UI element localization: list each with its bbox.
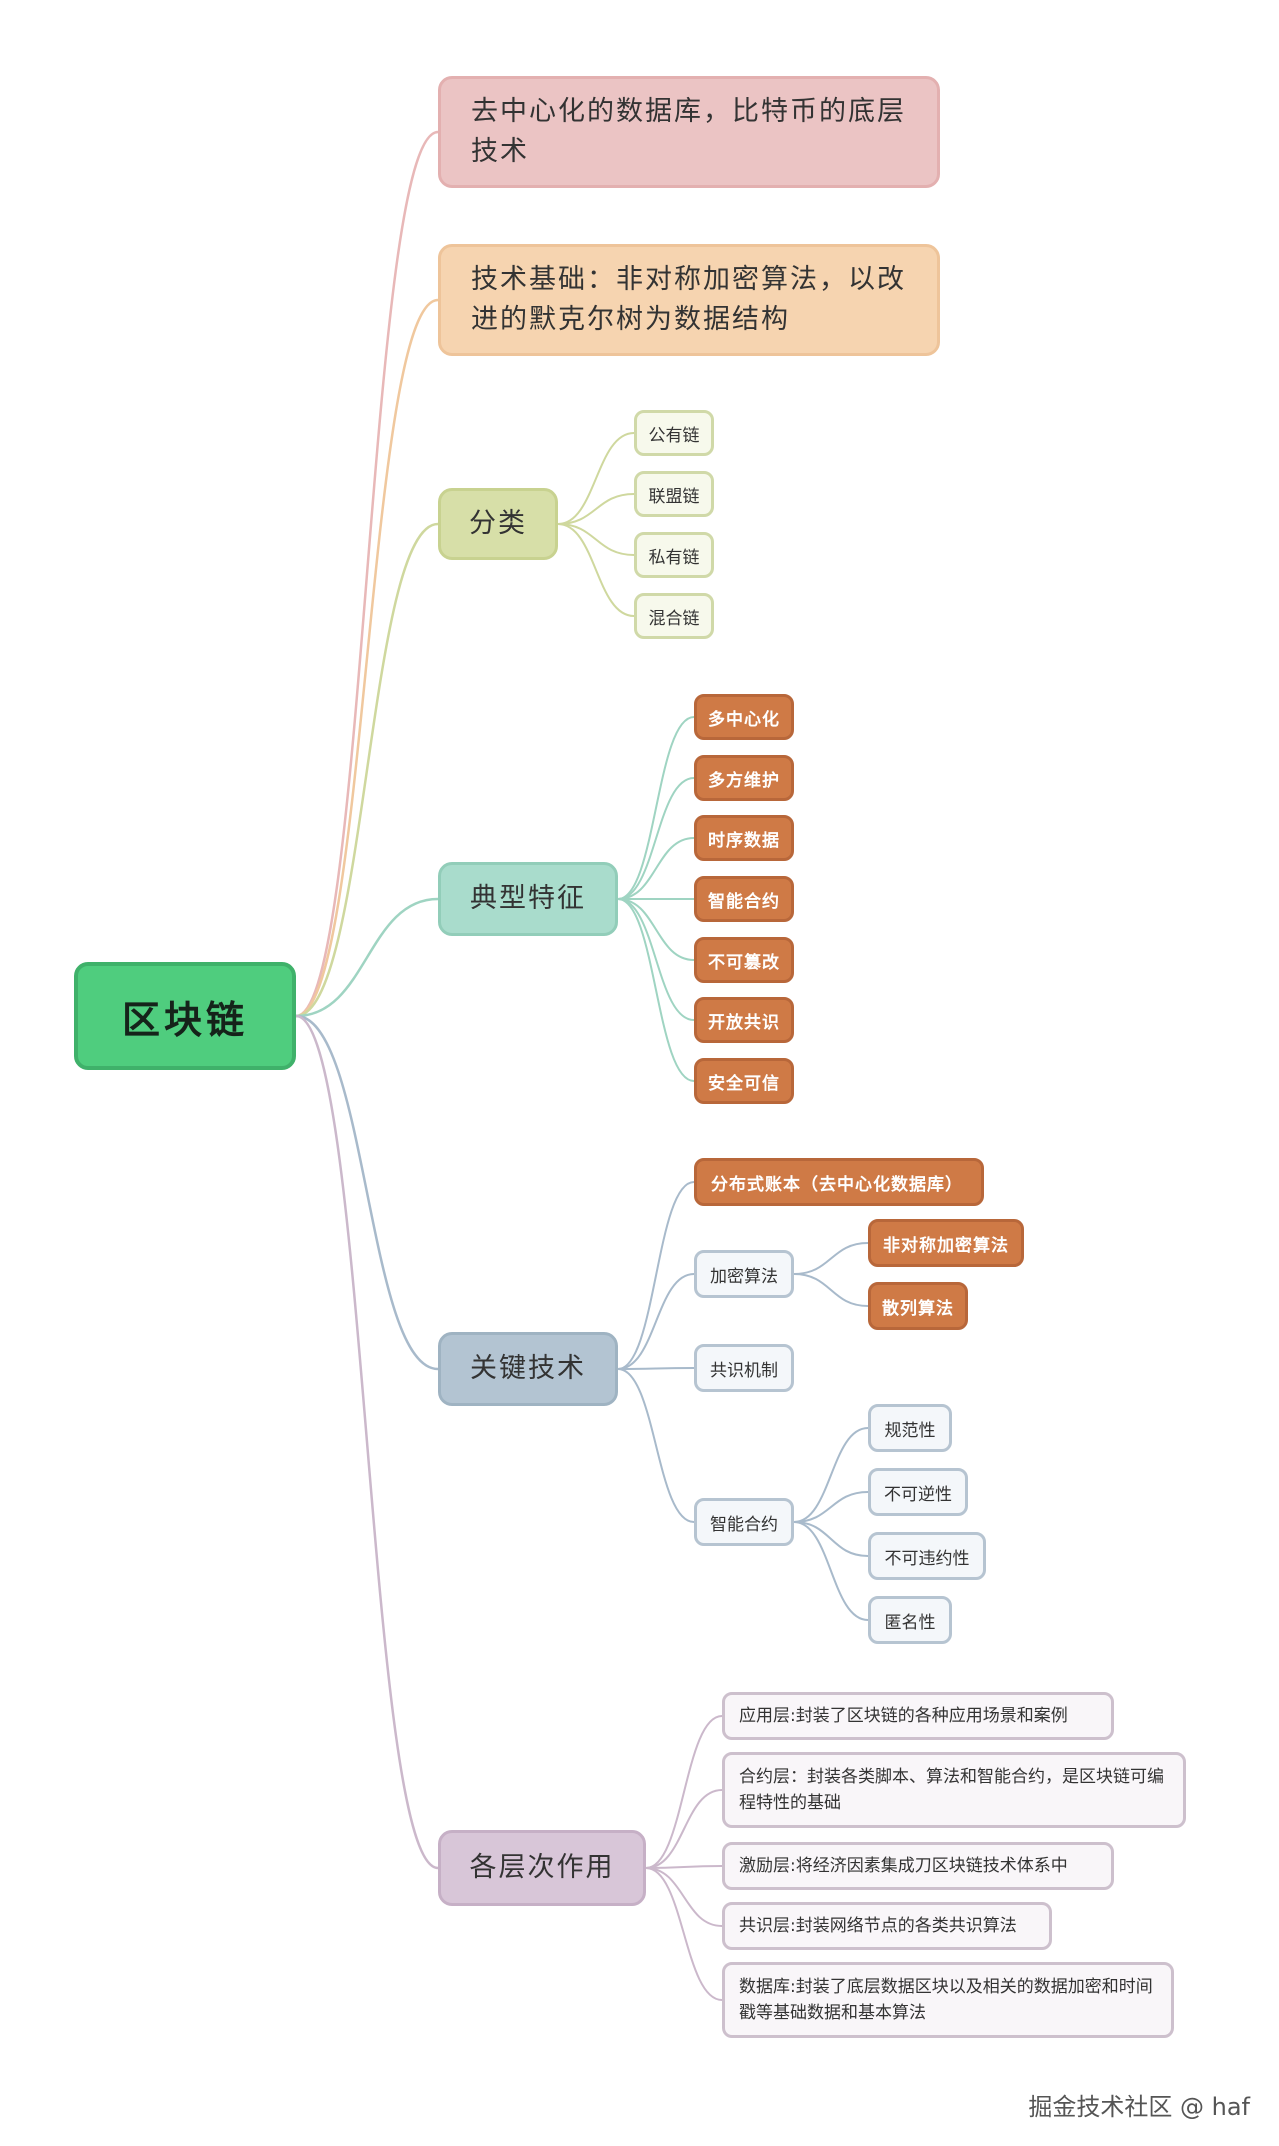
layers-label: 各层次作用 — [469, 1852, 615, 1883]
contract-item-2[interactable]: 不可逆性 — [868, 1468, 968, 1516]
root-label: 区块链 — [121, 997, 248, 1042]
crypto-node[interactable]: 加密算法 — [694, 1250, 794, 1298]
key-tech-label: 关键技术 — [470, 1353, 586, 1384]
leaf-label: 时序数据 — [708, 830, 780, 851]
feature-item-2[interactable]: 多方维护 — [694, 755, 794, 801]
link-key-tech — [294, 1014, 440, 1371]
link-layer-4 — [645, 1867, 723, 2001]
leaf-label: 不可违约性 — [884, 1548, 970, 1569]
contract-node[interactable]: 智能合约 — [694, 1498, 794, 1546]
leaf-label: 不可篡改 — [708, 952, 780, 973]
definition-text: 去中心化的数据库，比特币的底层技术 — [471, 96, 906, 167]
feature-item-5[interactable]: 不可篡改 — [694, 937, 794, 983]
link-feature-1 — [617, 777, 695, 900]
classification-label: 分类 — [469, 508, 527, 539]
leaf-label: 安全可信 — [708, 1073, 780, 1094]
leaf-label: 激励层:将经济因素集成刀区块链技术体系中 — [739, 1856, 1068, 1876]
link-definition — [294, 130, 440, 1018]
link-contract-3 — [793, 1521, 869, 1621]
layer-contract[interactable]: 合约层：封装各类脚本、算法和智能合约，是区块链可编程特性的基础 — [722, 1752, 1186, 1828]
leaf-label: 混合链 — [648, 608, 700, 629]
link-feature-0 — [617, 716, 695, 900]
features-node[interactable]: 典型特征 — [438, 862, 618, 936]
link-classification-1 — [557, 493, 635, 525]
link-feature-6 — [617, 898, 695, 1082]
leaf-label: 数据库:封装了底层数据区块以及相关的数据加密和时间戳等基础数据和基本算法 — [739, 1977, 1153, 2023]
key-tech-node[interactable]: 关键技术 — [438, 1332, 618, 1406]
link-layer-2 — [645, 1865, 723, 1869]
layers-node[interactable]: 各层次作用 — [438, 1830, 646, 1906]
classification-item-public[interactable]: 公有链 — [634, 410, 714, 456]
leaf-label: 不可逆性 — [884, 1484, 952, 1505]
leaf-label: 匿名性 — [884, 1612, 936, 1633]
link-crypto-1 — [793, 1273, 869, 1307]
link-classification-0 — [557, 432, 635, 525]
link-layers — [294, 1014, 440, 1870]
link-feature-2 — [617, 837, 695, 900]
link-contract-0 — [793, 1427, 869, 1523]
classification-item-hybrid[interactable]: 混合链 — [634, 593, 714, 639]
link-tech-basis — [294, 298, 440, 1018]
link-keytech-1 — [617, 1273, 695, 1370]
root-node[interactable]: 区块链 — [74, 962, 296, 1070]
leaf-label: 公有链 — [648, 425, 700, 446]
link-keytech-0 — [617, 1181, 695, 1370]
link-layer-1 — [645, 1789, 723, 1869]
feature-item-7[interactable]: 安全可信 — [694, 1058, 794, 1104]
classification-item-private[interactable]: 私有链 — [634, 532, 714, 578]
leaf-label: 合约层：封装各类脚本、算法和智能合约，是区块链可编程特性的基础 — [739, 1767, 1164, 1813]
link-keytech-2 — [617, 1367, 695, 1370]
link-keytech-3 — [617, 1368, 695, 1523]
link-layer-0 — [645, 1715, 723, 1869]
leaf-label: 规范性 — [884, 1420, 936, 1441]
link-layer-3 — [645, 1867, 723, 1927]
leaf-label: 非对称加密算法 — [883, 1235, 1009, 1256]
leaf-label: 智能合约 — [710, 1514, 778, 1535]
link-crypto-0 — [793, 1242, 869, 1275]
feature-item-3[interactable]: 时序数据 — [694, 815, 794, 861]
leaf-label: 开放共识 — [708, 1012, 780, 1033]
layer-data[interactable]: 数据库:封装了底层数据区块以及相关的数据加密和时间戳等基础数据和基本算法 — [722, 1962, 1174, 2038]
link-feature-5 — [617, 898, 695, 1021]
tech-basis-text: 技术基础：非对称加密算法，以改进的默克尔树为数据结构 — [471, 264, 906, 335]
contract-item-4[interactable]: 匿名性 — [868, 1596, 952, 1644]
layer-application[interactable]: 应用层:封装了区块链的各种应用场景和案例 — [722, 1692, 1114, 1740]
link-contract-1 — [793, 1491, 869, 1523]
definition-node[interactable]: 去中心化的数据库，比特币的底层技术 — [438, 76, 940, 188]
leaf-label: 分布式账本（去中心化数据库） — [711, 1174, 963, 1195]
feature-item-4[interactable]: 智能合约 — [694, 876, 794, 922]
classification-item-consortium[interactable]: 联盟链 — [634, 471, 714, 517]
leaf-label: 智能合约 — [708, 891, 780, 912]
layer-consensus[interactable]: 共识层:封装网络节点的各类共识算法 — [722, 1902, 1052, 1950]
link-feature-4 — [617, 898, 695, 961]
link-classification — [294, 522, 440, 1018]
leaf-label: 多方维护 — [708, 770, 780, 791]
leaf-label: 应用层:封装了区块链的各种应用场景和案例 — [739, 1706, 1068, 1726]
feature-item-6[interactable]: 开放共识 — [694, 997, 794, 1043]
link-classification-2 — [557, 523, 635, 556]
layer-incentive[interactable]: 激励层:将经济因素集成刀区块链技术体系中 — [722, 1842, 1114, 1890]
consensus-node[interactable]: 共识机制 — [694, 1344, 794, 1392]
tech-basis-node[interactable]: 技术基础：非对称加密算法，以改进的默克尔树为数据结构 — [438, 244, 940, 356]
leaf-label: 加密算法 — [710, 1266, 778, 1287]
link-features — [294, 897, 440, 1018]
contract-item-1[interactable]: 规范性 — [868, 1404, 952, 1452]
crypto-asymmetric[interactable]: 非对称加密算法 — [868, 1219, 1024, 1267]
classification-node[interactable]: 分类 — [438, 488, 558, 560]
leaf-label: 私有链 — [648, 547, 700, 568]
watermark: 掘金技术社区 @ haf — [1028, 2092, 1250, 2121]
leaf-label: 多中心化 — [708, 709, 780, 730]
feature-item-1[interactable]: 多中心化 — [694, 694, 794, 740]
crypto-hash[interactable]: 散列算法 — [868, 1282, 968, 1330]
leaf-label: 共识机制 — [710, 1360, 778, 1381]
features-label: 典型特征 — [470, 883, 586, 914]
leaf-label: 散列算法 — [882, 1298, 954, 1319]
ledger-node[interactable]: 分布式账本（去中心化数据库） — [694, 1158, 984, 1206]
contract-item-3[interactable]: 不可违约性 — [868, 1532, 986, 1580]
link-contract-2 — [793, 1521, 869, 1557]
leaf-label: 联盟链 — [648, 486, 700, 507]
leaf-label: 共识层:封装网络节点的各类共识算法 — [739, 1916, 1017, 1936]
link-classification-3 — [557, 523, 635, 617]
